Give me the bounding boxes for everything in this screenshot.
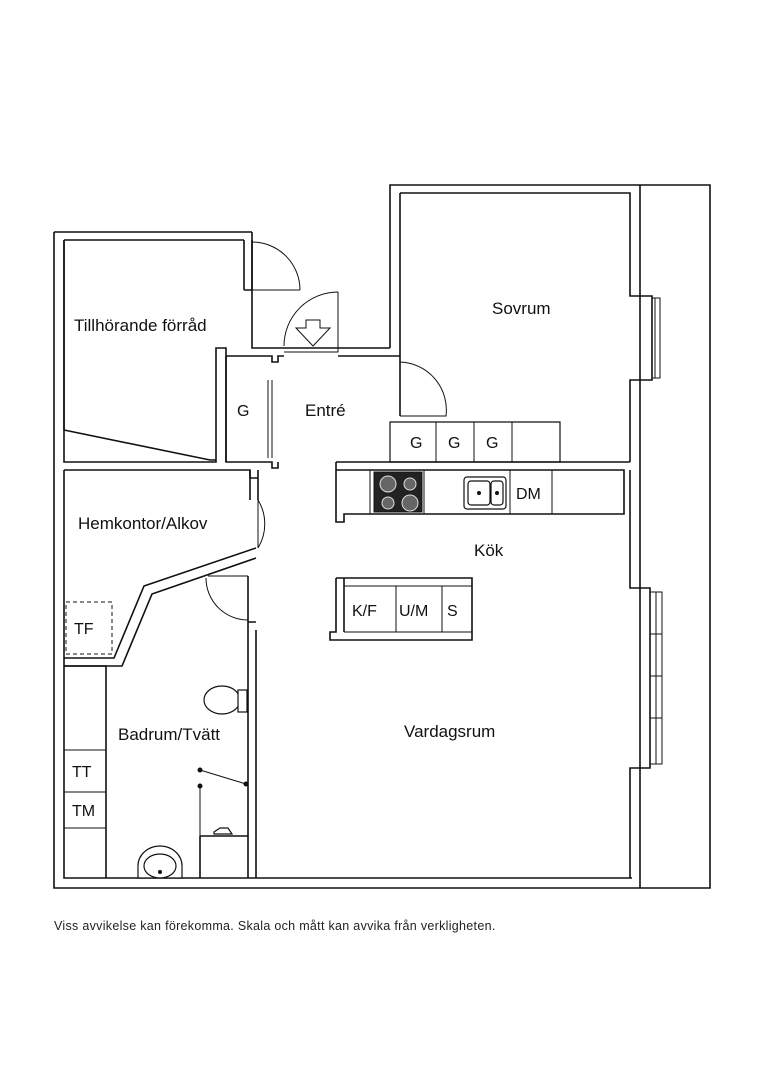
sink-icon	[463, 476, 507, 510]
dryer-label: TT	[72, 764, 92, 781]
entry-arrow	[294, 319, 332, 347]
dishwasher-label: DM	[516, 486, 541, 503]
kitchen-counter	[335, 461, 630, 523]
disclaimer-text: Viss avvikelse kan förekomma. Skala och …	[54, 919, 496, 933]
storage-door	[251, 241, 301, 291]
washer-label: TM	[72, 803, 95, 820]
bedroom	[389, 192, 661, 463]
toilet-icon	[203, 685, 248, 715]
bathroom-door	[205, 575, 249, 621]
room-label-living: Vardagsrum	[404, 722, 495, 741]
living-windows	[629, 470, 663, 878]
oven-microwave-label: U/M	[399, 603, 428, 620]
room-label-entrance: Entré	[305, 401, 346, 420]
kitchen-island	[329, 577, 473, 641]
bedroom-door	[399, 356, 447, 417]
front-door	[283, 291, 339, 353]
cabinet-label: S	[447, 603, 458, 620]
drying-cabinet-label: TF	[74, 621, 94, 638]
room-label-storage: Tillhörande förråd	[74, 316, 207, 335]
wardrobe-label-3: G	[486, 435, 498, 452]
drying-cabinet	[65, 601, 113, 655]
fridge-freezer-label: K/F	[352, 603, 377, 620]
office-alcove	[64, 469, 266, 667]
room-label-bedroom: Sovrum	[492, 299, 551, 318]
room-label-kitchen: Kök	[474, 541, 504, 560]
room-label-bathroom: Badrum/Tvätt	[118, 725, 220, 744]
fixture-labels: G G G G DM K/F U/M S TF TT TM	[72, 403, 541, 820]
wardrobe-label-entrance: G	[237, 403, 249, 420]
outer-walls	[53, 184, 711, 889]
storage-room	[63, 232, 390, 463]
bathroom	[64, 575, 257, 879]
wardrobe-label-2: G	[448, 435, 460, 452]
room-labels: Tillhörande förråd Sovrum Entré Hemkonto…	[74, 299, 551, 744]
basin-icon	[137, 845, 183, 879]
office-door	[257, 499, 266, 549]
wardrobe-label-1: G	[410, 435, 422, 452]
room-label-office: Hemkontor/Alkov	[78, 514, 208, 533]
